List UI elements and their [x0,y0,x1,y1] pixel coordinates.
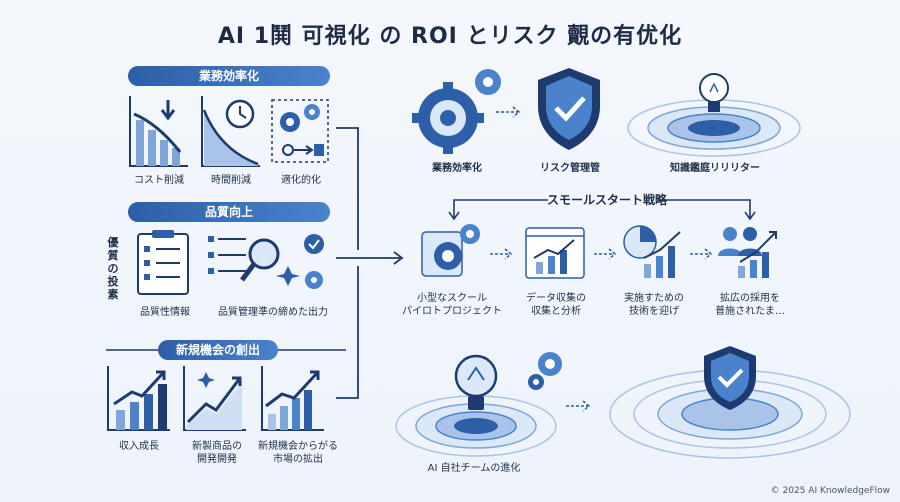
arrow-right-icon [496,106,521,118]
newbiz-item-label: 新規機会からがる 市場の拡出 [258,441,338,465]
cost-reduction-icon [129,96,188,167]
quality-item-label: 品質性情報 [140,307,190,318]
strategy-step-label: 小型なスクール パイロトプロジェクト [402,293,502,317]
ai-team-lightbulb-icon [395,352,562,457]
efficiency-item-label: 時間削減 [211,175,251,186]
strategy-step-label: データ収集の 収集と分析 [526,293,586,317]
arrow-right-icon [690,248,713,260]
arrow-right-icon [594,248,617,260]
team-adoption-icon [718,227,777,278]
strategy-bracket [448,199,756,221]
page-title: AI 1鬨 可視化 の ROI とリスク 覿の有优化 [217,24,683,49]
arrow-right-icon [566,400,591,412]
efficiency-header: 業務効率化 [128,66,330,86]
knowledge-lightbulb-icon [627,73,801,157]
new-product-icon [183,366,246,431]
arrow-right-icon [490,248,513,260]
newbiz-header: 新規機会の創出 [158,340,278,360]
pilot-project-icon [421,224,480,277]
magnifier-checklist-icon [208,234,324,289]
top-step-label: 業務効率化 [432,163,482,174]
flow-connectors [336,127,404,399]
efficiency-gears-icon [412,69,501,154]
market-expansion-icon [261,366,324,431]
copyright-footer: © 2025 AI KnowledgeFlow [770,486,890,496]
top-step-label: リスク管理管 [540,163,600,174]
strategy-step-label: 実施すための 技術を迎げ [624,293,684,317]
quality-header: 品質向上 [128,202,330,222]
strategy-title: スモールスタート戦略 [546,193,667,207]
checklist-clipboard-icon [137,230,189,295]
revenue-growth-icon [107,366,170,431]
quality-item-label: 品質管理準の締めた出力 [218,307,328,318]
efficiency-item-label: コスト削減 [134,175,184,186]
top-step-label: 知識鑑庭リリリター [670,163,760,174]
newbiz-item-label: 収入成長 [119,441,159,452]
time-reduction-icon [201,96,260,167]
bottom-caption: AI 自社チームの進化 [427,463,521,474]
newbiz-item-label: 新製商品の 開発開発 [192,441,242,465]
optimization-gears-icon [271,99,329,163]
secure-shield-rings-icon [609,346,851,459]
data-analysis-icon [525,227,585,279]
efficiency-item-label: 適化的化 [281,175,321,186]
strategy-step-label: 拡広の採用を 普施されたま… [715,293,785,317]
risk-shield-icon [538,68,600,150]
quality-side-label: 優質の投素 [107,236,119,301]
implementation-chart-icon [623,225,681,278]
section-divider [106,349,346,351]
